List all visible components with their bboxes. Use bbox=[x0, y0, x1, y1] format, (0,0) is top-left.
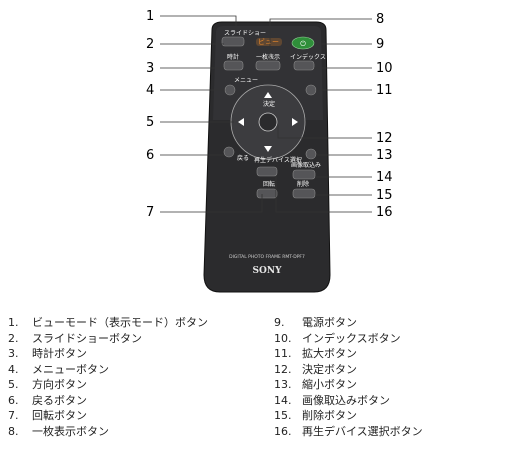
callout-5: 5 bbox=[146, 115, 154, 130]
legend-right: 9.電源ボタン 10.インデックスボタン 11.拡大ボタン 12.決定ボタン 1… bbox=[274, 315, 423, 439]
legend-row: 13.縮小ボタン bbox=[274, 378, 357, 391]
device-button[interactable] bbox=[256, 166, 278, 177]
back-text: 戻る bbox=[237, 154, 249, 162]
power-button[interactable] bbox=[291, 36, 315, 50]
callout-numbers: 1 2 3 4 5 6 7 8 9 10 11 12 13 14 15 16 bbox=[146, 9, 393, 220]
enter-button[interactable] bbox=[258, 112, 278, 132]
callout-8: 8 bbox=[376, 12, 384, 27]
zoom-in-button[interactable] bbox=[305, 84, 317, 96]
legend-row: 6.戻るボタン bbox=[8, 393, 87, 407]
callout-10: 10 bbox=[376, 61, 393, 76]
delete-button[interactable] bbox=[292, 188, 316, 199]
callout-16: 16 bbox=[376, 205, 393, 220]
clock-button[interactable] bbox=[223, 60, 244, 71]
callout-1: 1 bbox=[146, 9, 154, 24]
legend-row: 5.方向ボタン bbox=[8, 378, 87, 391]
delete-text: 削除 bbox=[297, 180, 309, 188]
clock-text: 時計 bbox=[227, 53, 239, 61]
view-text: ビュー bbox=[258, 37, 279, 46]
legend-row: 12.決定ボタン bbox=[274, 362, 357, 376]
legend-row: 2.スライドショーボタン bbox=[8, 331, 142, 345]
legend-row: 16.再生デバイス選択ボタン bbox=[274, 424, 423, 438]
callout-14: 14 bbox=[376, 170, 393, 185]
slideshow-button[interactable] bbox=[221, 36, 245, 47]
legend-row: 3.時計ボタン bbox=[8, 347, 87, 360]
callout-2: 2 bbox=[146, 37, 154, 52]
callouts bbox=[160, 15, 372, 213]
rotate-button[interactable] bbox=[256, 188, 278, 199]
menu-text: メニュー bbox=[234, 77, 258, 84]
legend-left: 1.ビューモード（表示モード）ボタン 2.スライドショーボタン 3.時計ボタン … bbox=[8, 315, 208, 439]
legend-row: 7.回転ボタン bbox=[8, 409, 87, 422]
legend-row: 4.メニューボタン bbox=[8, 362, 109, 376]
view-button[interactable] bbox=[256, 38, 282, 46]
import-text: 画像取込み bbox=[291, 161, 321, 169]
legend-row: 1.ビューモード（表示モード）ボタン bbox=[8, 316, 208, 329]
back-button[interactable] bbox=[223, 146, 235, 158]
brand-logo: SONY bbox=[253, 266, 283, 276]
index-text: インデックス bbox=[290, 53, 326, 61]
index-button[interactable] bbox=[293, 60, 315, 71]
callout-6: 6 bbox=[146, 148, 154, 163]
callout-7: 7 bbox=[146, 205, 154, 220]
single-button[interactable] bbox=[255, 60, 281, 71]
legend-row: 14.画像取込みボタン bbox=[274, 393, 390, 407]
callout-13: 13 bbox=[376, 148, 393, 163]
slideshow-text: スライドショー bbox=[224, 30, 266, 37]
remote-diagram: スライドショー ビュー ⏻ 時計 一枚表示 インデックス メニュー 決定 戻る … bbox=[146, 9, 393, 293]
callout-3: 3 bbox=[146, 61, 154, 76]
zoom-out-button[interactable] bbox=[305, 148, 317, 160]
callout-12: 12 bbox=[376, 131, 393, 146]
model-text: DIGITAL PHOTO FRAME RMT-DPF7 bbox=[229, 254, 305, 260]
legend-row: 10.インデックスボタン bbox=[274, 331, 401, 345]
legend-row: 9.電源ボタン bbox=[274, 316, 357, 329]
callout-11: 11 bbox=[376, 83, 393, 98]
remote-highlight bbox=[213, 26, 323, 120]
menu-button[interactable] bbox=[224, 84, 236, 96]
enter-text: 決定 bbox=[263, 100, 275, 108]
callout-9: 9 bbox=[376, 37, 384, 52]
legend-row: 8.一枚表示ボタン bbox=[8, 424, 109, 438]
callout-4: 4 bbox=[146, 83, 154, 98]
power-icon: ⏻ bbox=[300, 40, 306, 48]
rotate-text: 回転 bbox=[263, 180, 275, 188]
callout-15: 15 bbox=[376, 188, 393, 203]
single-text: 一枚表示 bbox=[256, 53, 280, 61]
import-button[interactable] bbox=[292, 169, 316, 180]
legend-row: 15.削除ボタン bbox=[274, 409, 357, 422]
device-text: 再生デバイス選択 bbox=[254, 156, 302, 164]
legend-row: 11.拡大ボタン bbox=[274, 347, 357, 360]
